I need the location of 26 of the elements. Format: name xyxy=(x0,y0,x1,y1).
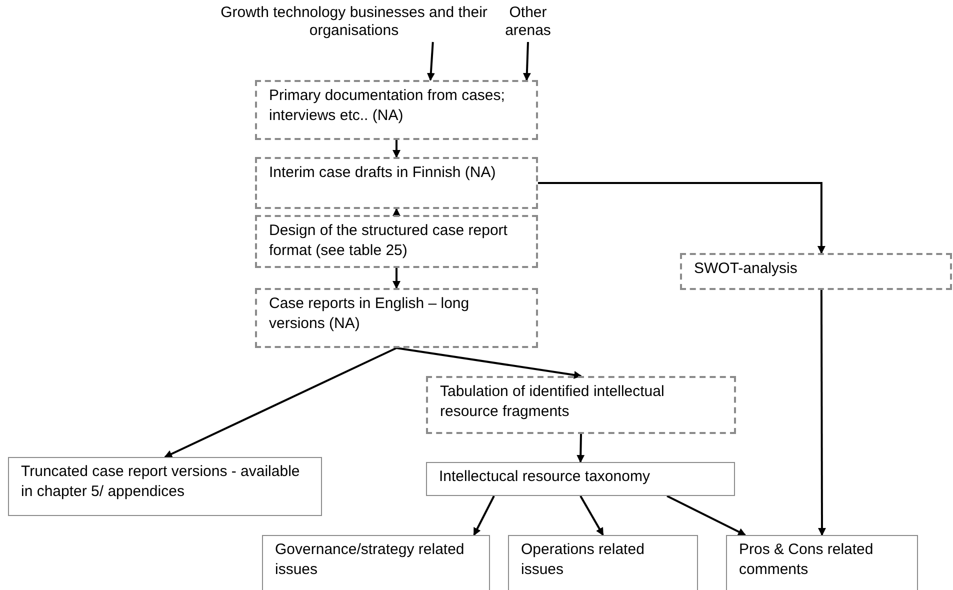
process-box: Primary documentation from cases; interviews etc.. (NA) xyxy=(255,80,538,140)
process-box: Tabulation of identified intellectual resource fragments xyxy=(426,376,736,434)
process-box: SWOT-analysis xyxy=(680,253,952,290)
arrow xyxy=(576,434,585,463)
output-box: Intellectucal resource taxonomy xyxy=(426,462,735,496)
output-box: Governance/strategy related issues xyxy=(262,535,490,590)
output-box: Truncated case report versions - available in chapter 5/ appendices xyxy=(8,457,322,516)
arrow xyxy=(473,496,495,536)
process-box: Interim case drafts in Finnish (NA) xyxy=(255,157,538,209)
arrow xyxy=(818,290,826,536)
arrow xyxy=(392,140,400,158)
arrow xyxy=(522,42,531,81)
arrow xyxy=(426,42,435,81)
arrow xyxy=(666,495,746,536)
process-box: Case reports in English – long versions (NA) xyxy=(255,288,538,348)
source-label: Other arenas xyxy=(500,4,556,42)
arrow xyxy=(164,347,397,458)
arrow xyxy=(392,208,400,216)
arrow xyxy=(538,182,826,254)
process-box: Design of the structured case report format (see table 25) xyxy=(255,215,538,268)
arrow xyxy=(580,496,604,536)
arrow xyxy=(392,268,400,289)
source-label: Growth technology businesses and their organisations xyxy=(218,4,490,42)
output-box: Pros & Cons related comments xyxy=(726,535,918,590)
output-box: Operations related issues xyxy=(508,535,698,590)
arrow xyxy=(396,347,582,379)
